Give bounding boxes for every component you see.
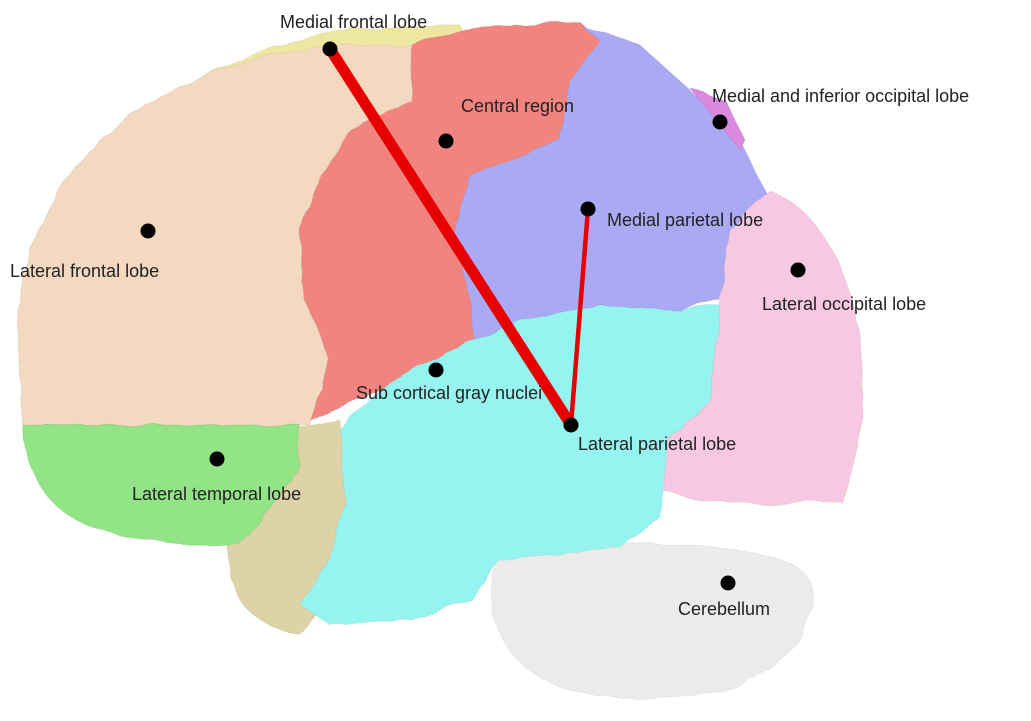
node-lateral-temporal <box>210 452 225 467</box>
node-cerebellum <box>721 576 736 591</box>
node-lateral-occipital <box>791 263 806 278</box>
node-medial-parietal <box>581 202 596 217</box>
label-lateral-parietal-lobe: Lateral parietal lobe <box>578 435 736 453</box>
node-medial-inferior-occipital <box>713 115 728 130</box>
label-medial-frontal-lobe: Medial frontal lobe <box>280 13 427 31</box>
node-medial-frontal <box>323 42 338 57</box>
node-sub-cortical <box>429 363 444 378</box>
label-lateral-occipital-lobe: Lateral occipital lobe <box>762 295 926 313</box>
label-lateral-temporal-lobe: Lateral temporal lobe <box>132 485 301 503</box>
label-central-region: Central region <box>461 97 574 115</box>
label-medial-parietal-lobe: Medial parietal lobe <box>607 211 763 229</box>
label-lateral-frontal-lobe: Lateral frontal lobe <box>10 262 159 280</box>
label-sub-cortical-gray-nuclei: Sub cortical gray nuclei <box>356 384 542 402</box>
node-lateral-frontal <box>141 224 156 239</box>
node-lateral-parietal <box>564 418 579 433</box>
cerebellum-region <box>492 543 812 699</box>
label-medial-inferior-occipital-lobe: Medial and inferior occipital lobe <box>712 87 969 105</box>
node-central-region <box>439 134 454 149</box>
label-cerebellum: Cerebellum <box>678 600 770 618</box>
